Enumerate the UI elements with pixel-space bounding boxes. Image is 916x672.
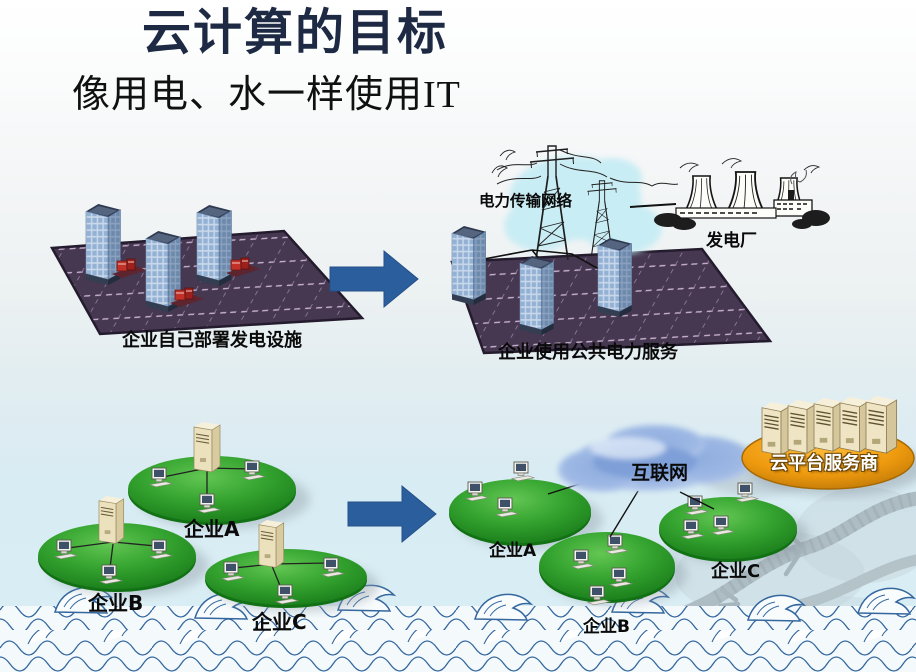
- arrow-right-icon: [347, 485, 437, 543]
- internet-connector-lines: [547, 448, 767, 538]
- pylon-icon: [491, 145, 679, 261]
- wave-decoration: [0, 584, 916, 672]
- rack-server-icon: [865, 395, 898, 454]
- rack-server-icon: [787, 399, 818, 454]
- enterprise-c-right-label: 企业C: [711, 561, 761, 582]
- building-icon: [451, 225, 487, 306]
- internet-cloud-icon: [558, 425, 752, 492]
- enterprise-ellipse-right-c: [659, 497, 809, 564]
- left-grid-caption: 企业自己部署发电设施: [122, 330, 302, 351]
- internet-label: 互联网: [631, 462, 689, 484]
- desktop-computer-icon: [511, 461, 535, 482]
- plant-connector-line: [629, 203, 677, 208]
- lan-server-icon: [258, 519, 285, 569]
- building-icon: [519, 255, 554, 336]
- transmission-network-label: 电力传输网络: [479, 192, 573, 210]
- lan-server-icon: [98, 495, 125, 545]
- lan-lines: [67, 541, 157, 569]
- page-subtitle: 像用电、水一样使用IT: [72, 74, 461, 116]
- enterprise-c-left-label: 企业C: [252, 610, 307, 634]
- enterprise-a-right-label: 企业A: [489, 541, 537, 561]
- enterprise-b-left-label: 企业B: [88, 591, 144, 615]
- power-plant-label: 发电厂: [706, 231, 757, 251]
- lan-server-icon: [193, 421, 221, 473]
- rack-server-icon: [839, 396, 871, 453]
- building-icon: [597, 237, 632, 318]
- building-icon: [196, 204, 232, 287]
- enterprise-b-right-label: 企业B: [583, 617, 630, 637]
- rack-server-icon: [813, 397, 844, 452]
- power-plant-icon: [654, 158, 830, 230]
- rack-server-icon: [761, 401, 792, 456]
- right-grid-caption: 企业使用公共电力服务: [498, 342, 678, 363]
- enterprise-a-left-label: 企业A: [184, 517, 240, 541]
- cloud-provider-label: 云平台服务商: [770, 453, 878, 474]
- page-title: 云计算的目标: [142, 4, 449, 61]
